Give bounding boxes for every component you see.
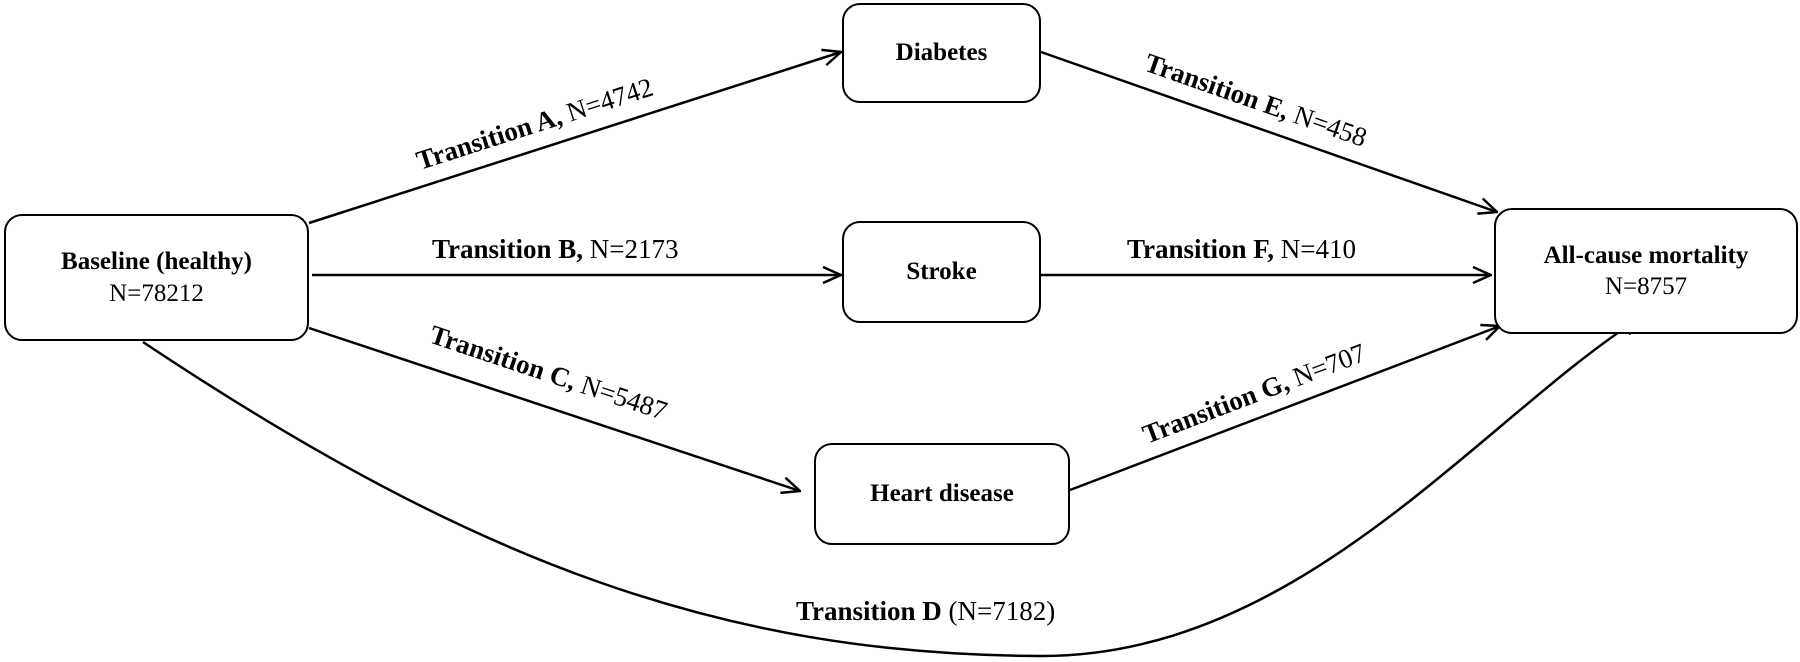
baseline-count: N=78212 (109, 279, 204, 307)
baseline-node: Baseline (healthy) N=78212 (4, 214, 309, 341)
transition-c-arrow (308, 326, 800, 491)
baseline-title: Baseline (healthy) (61, 248, 252, 276)
diabetes-title: Diabetes (895, 39, 988, 67)
transition-b-label: Transition B, N=2173 (432, 234, 679, 264)
transition-c-label: Transition C, N=5487 (426, 319, 671, 426)
heart-disease-title: Heart disease (870, 480, 1014, 508)
stroke-title: Stroke (906, 258, 977, 286)
transition-d-label: Transition D (N=7182) (796, 596, 1055, 626)
transition-a-arrow (308, 52, 841, 225)
transition-f-label: Transition F, N=410 (1127, 234, 1356, 264)
mortality-title: All-cause mortality (1543, 241, 1749, 269)
mortality-count: N=8757 (1604, 273, 1688, 300)
diabetes-node: Diabetes (842, 3, 1041, 103)
transition-e-arrow (1040, 50, 1497, 212)
mortality-node: All-cause mortality N=8757 (1494, 208, 1798, 334)
transition-g-arrow (1069, 326, 1500, 492)
transition-d-arrow (142, 318, 1640, 658)
heart-disease-node: Heart disease (814, 443, 1070, 545)
stroke-node: Stroke (842, 221, 1041, 323)
transition-g-label: Transition G, N=707 (1138, 337, 1369, 449)
